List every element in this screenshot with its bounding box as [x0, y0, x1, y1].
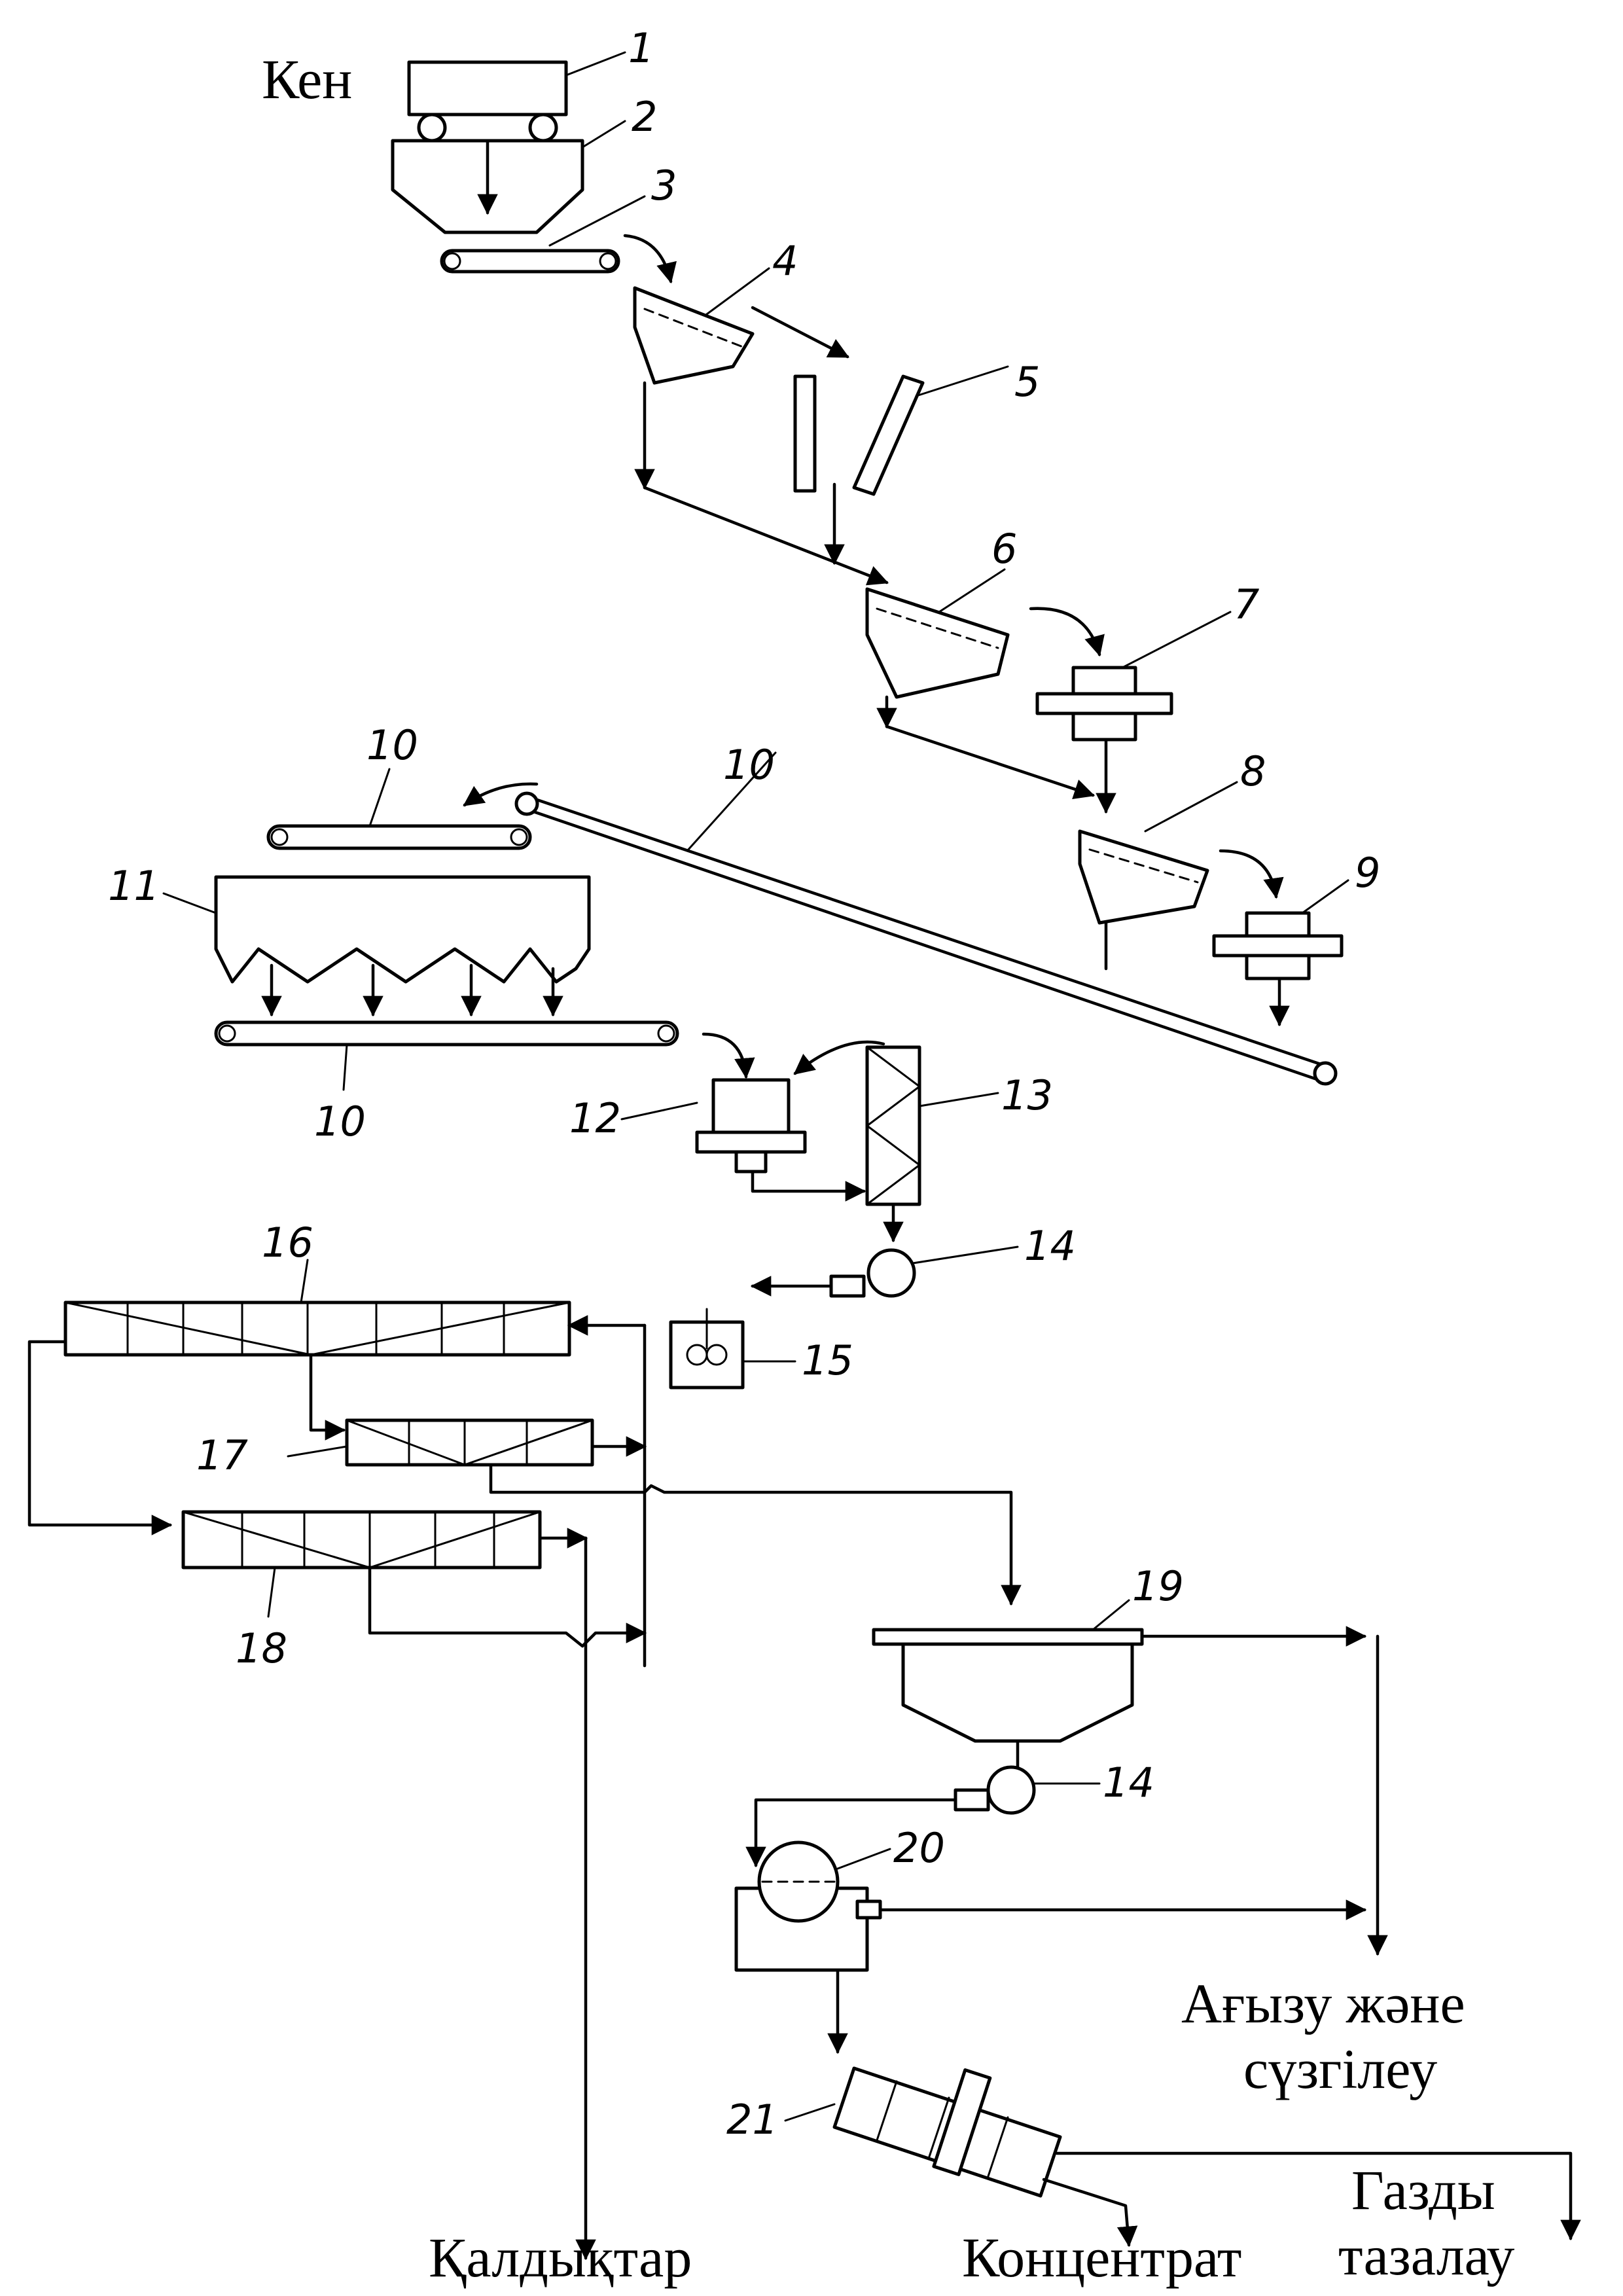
drain-label-line2: сүзгілеу — [1243, 2037, 1437, 2100]
storage-bin-11 — [162, 875, 591, 1017]
conditioner-15 — [669, 1308, 796, 1390]
number-19: 19 — [1132, 1562, 1184, 1610]
jaw-crusher-5 — [793, 365, 1009, 565]
number-8: 8 — [1240, 747, 1266, 795]
classifier-13 — [793, 1040, 999, 1243]
drain-label-line1: Ағызу және — [1181, 1972, 1465, 2035]
number-2: 2 — [632, 93, 657, 141]
tailings-label: Қалдықтар — [429, 2226, 692, 2289]
thickener-19 — [872, 1599, 1388, 1956]
number-10-upper: 10 — [366, 721, 418, 769]
number-18: 18 — [236, 1624, 287, 1672]
number-14-lower: 14 — [1103, 1759, 1154, 1806]
number-10-lower: 10 — [314, 1098, 366, 1145]
number-14-upper: 14 — [1024, 1222, 1076, 1270]
mill-12 — [620, 1078, 866, 1202]
number-17: 17 — [196, 1431, 248, 1479]
concentrate-label: Концентрат — [962, 2226, 1241, 2289]
number-6: 6 — [991, 525, 1017, 573]
number-12: 12 — [569, 1094, 621, 1142]
number-1: 1 — [628, 24, 654, 72]
feed-conveyor-3 — [440, 195, 677, 284]
gas-label-line1: Газды — [1351, 2159, 1495, 2221]
screen-6 — [865, 568, 1105, 699]
gas-label-line2: тазалау — [1338, 2224, 1514, 2287]
flotation-bank-18 — [181, 1510, 647, 2261]
number-10-inclined: 10 — [723, 741, 775, 789]
number-3: 3 — [651, 162, 677, 209]
screen-8 — [1078, 781, 1284, 971]
screen-4 — [633, 267, 849, 385]
vacuum-filter-20 — [734, 1840, 1367, 2054]
lower-conveyor-10 — [214, 1020, 755, 1091]
receiving-hopper-2 — [391, 120, 626, 234]
number-20: 20 — [893, 1824, 945, 1872]
number-15: 15 — [802, 1336, 853, 1384]
dryer-21 — [784, 2066, 1581, 2248]
number-11: 11 — [108, 862, 160, 910]
cone-crusher-9 — [1212, 879, 1349, 1027]
inclined-conveyor-10 — [463, 751, 1338, 1086]
ore-wagon-1 — [407, 51, 626, 143]
ore-label: Кен — [262, 48, 352, 111]
number-5: 5 — [1014, 358, 1040, 406]
pump-14-lower — [745, 1765, 1101, 1868]
number-7: 7 — [1234, 581, 1259, 628]
number-9: 9 — [1355, 849, 1380, 897]
number-16: 16 — [262, 1219, 313, 1266]
pump-14-upper — [750, 1246, 1019, 1298]
flotation-bank-16 — [27, 1259, 647, 1668]
upper-conveyor-10 — [266, 768, 532, 850]
number-4: 4 — [772, 237, 798, 285]
number-21: 21 — [726, 2096, 778, 2144]
number-13: 13 — [1001, 1071, 1053, 1119]
flotation-bank-17 — [287, 1418, 1022, 1606]
cone-crusher-7 — [1035, 611, 1232, 814]
